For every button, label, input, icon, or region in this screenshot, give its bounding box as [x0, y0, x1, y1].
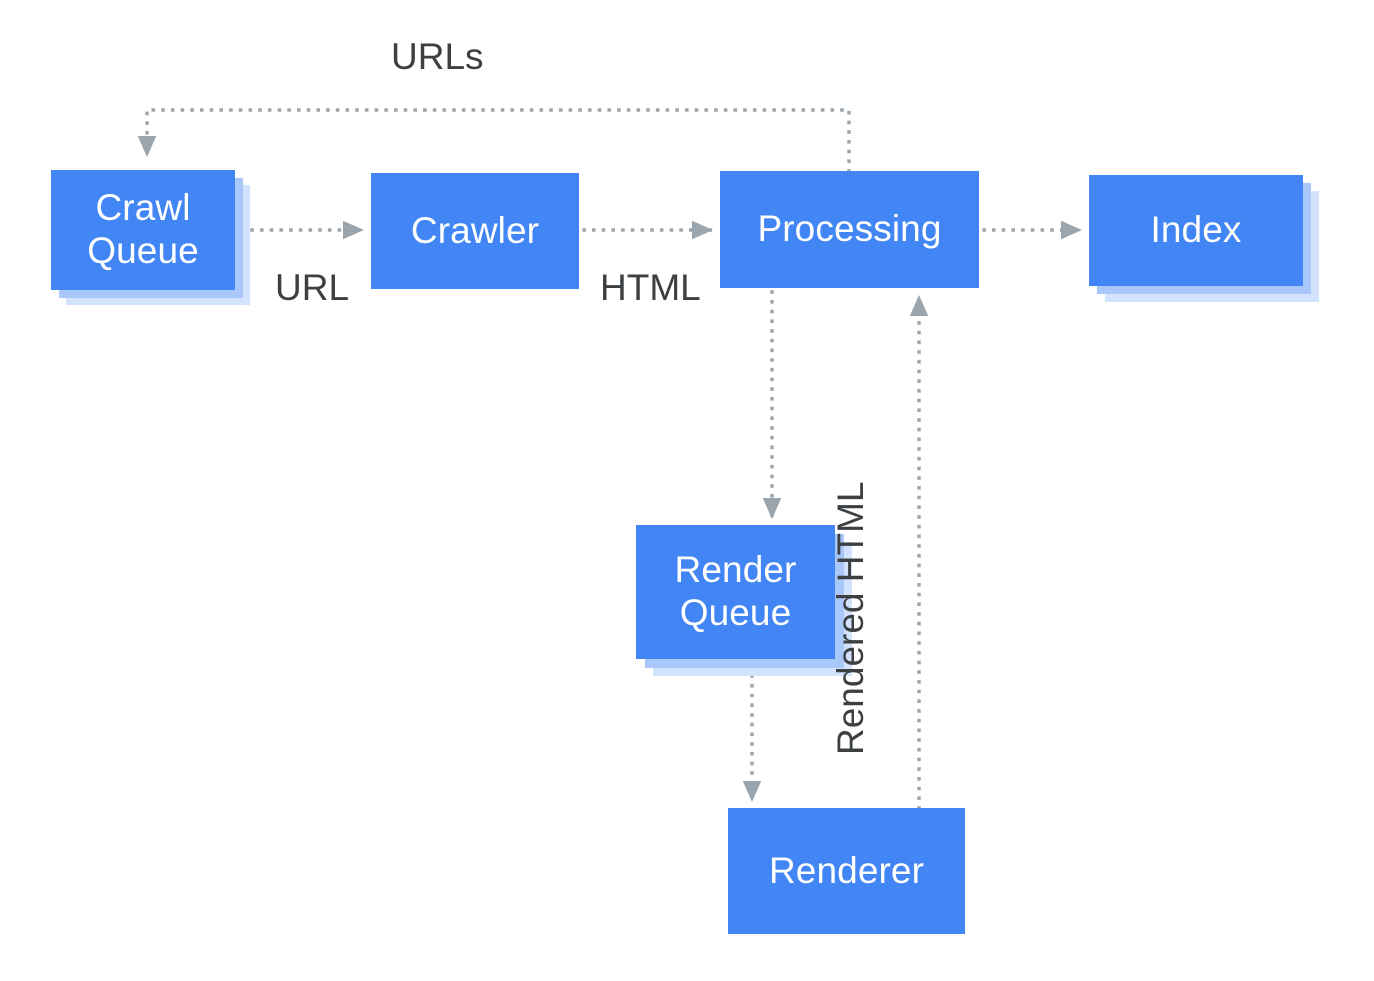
node-label-index: Index	[1150, 209, 1242, 251]
node-face: Renderer	[728, 808, 965, 934]
node-processing[interactable]: Processing	[720, 171, 979, 288]
node-face: Index	[1089, 175, 1303, 286]
node-label-renderer: Renderer	[768, 849, 925, 891]
node-face: Crawl Queue	[51, 170, 235, 290]
edge-urls	[137, 108, 851, 173]
node-label-crawl-queue: Crawl Queue	[87, 187, 199, 271]
edge-label-rendered-html: Rendered HTML	[830, 481, 871, 755]
node-face: Render Queue	[636, 525, 835, 659]
node-label-render-queue: Render Queue	[674, 549, 797, 633]
node-face: Processing	[720, 171, 979, 288]
edge-label-urls: URLs	[391, 36, 484, 77]
node-render-queue[interactable]: Render Queue	[636, 525, 852, 676]
edge-label-url: URL	[275, 267, 350, 308]
node-renderer[interactable]: Renderer	[728, 808, 965, 934]
node-label-processing: Processing	[757, 208, 942, 250]
node-face: Crawler	[371, 173, 579, 289]
node-index[interactable]: Index	[1089, 175, 1319, 302]
node-crawler[interactable]: Crawler	[371, 173, 579, 289]
node-label-crawler: Crawler	[410, 209, 540, 251]
edge-label-html: HTML	[600, 267, 701, 308]
node-crawl-queue[interactable]: Crawl Queue	[51, 170, 250, 305]
